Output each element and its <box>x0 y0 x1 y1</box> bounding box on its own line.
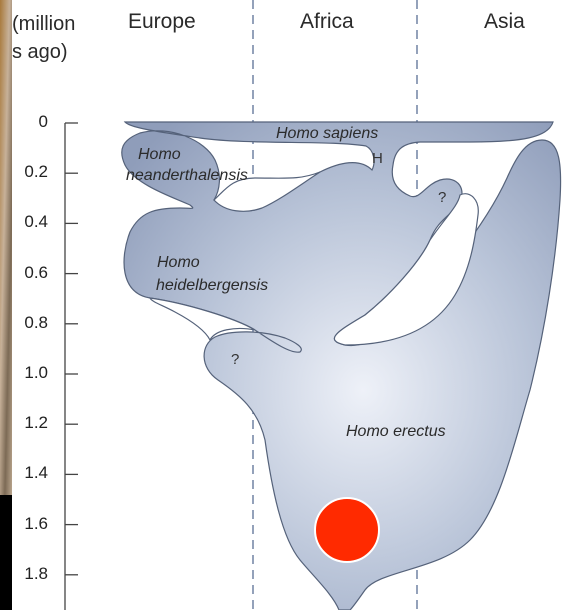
label-homo-neanderthalensis-species: neanderthalensis <box>126 166 248 185</box>
y-axis-tick-label: 0.4 <box>0 212 48 232</box>
y-axis-title-line2: s ago) <box>12 38 75 66</box>
label-homo-heidelbergensis-species: heidelbergensis <box>156 276 268 295</box>
y-axis-tick-label: 1.4 <box>0 463 48 483</box>
y-axis-tick-label: 0.6 <box>0 263 48 283</box>
label-homo-erectus: Homo erectus <box>346 422 446 441</box>
y-axis-tick-label: 1.2 <box>0 413 48 433</box>
y-axis-tick-label: 0.8 <box>0 313 48 333</box>
label-homo-neanderthalensis-genus: Homo <box>138 145 181 164</box>
y-axis-tick-label: 0 <box>0 112 48 132</box>
y-axis-tick-label: 0.2 <box>0 162 48 182</box>
y-axis-tick-label: 1.6 <box>0 514 48 534</box>
marker-question-europe: ? <box>231 351 239 368</box>
marker-question-asia: ? <box>438 189 446 206</box>
label-homo-sapiens: Homo sapiens <box>276 124 378 143</box>
origin-dot <box>315 498 379 562</box>
y-axis-tick-label: 1.0 <box>0 363 48 383</box>
region-label-europe: Europe <box>128 10 196 34</box>
region-label-asia: Asia <box>484 10 525 34</box>
black-corner <box>0 495 12 610</box>
y-axis-title: (million s ago) <box>12 10 75 66</box>
y-axis-tick-label: 1.8 <box>0 564 48 584</box>
label-homo-heidelbergensis-genus: Homo <box>157 253 200 272</box>
region-label-africa: Africa <box>300 10 354 34</box>
marker-h: H <box>372 150 383 167</box>
y-axis-title-line1: (million <box>12 10 75 38</box>
